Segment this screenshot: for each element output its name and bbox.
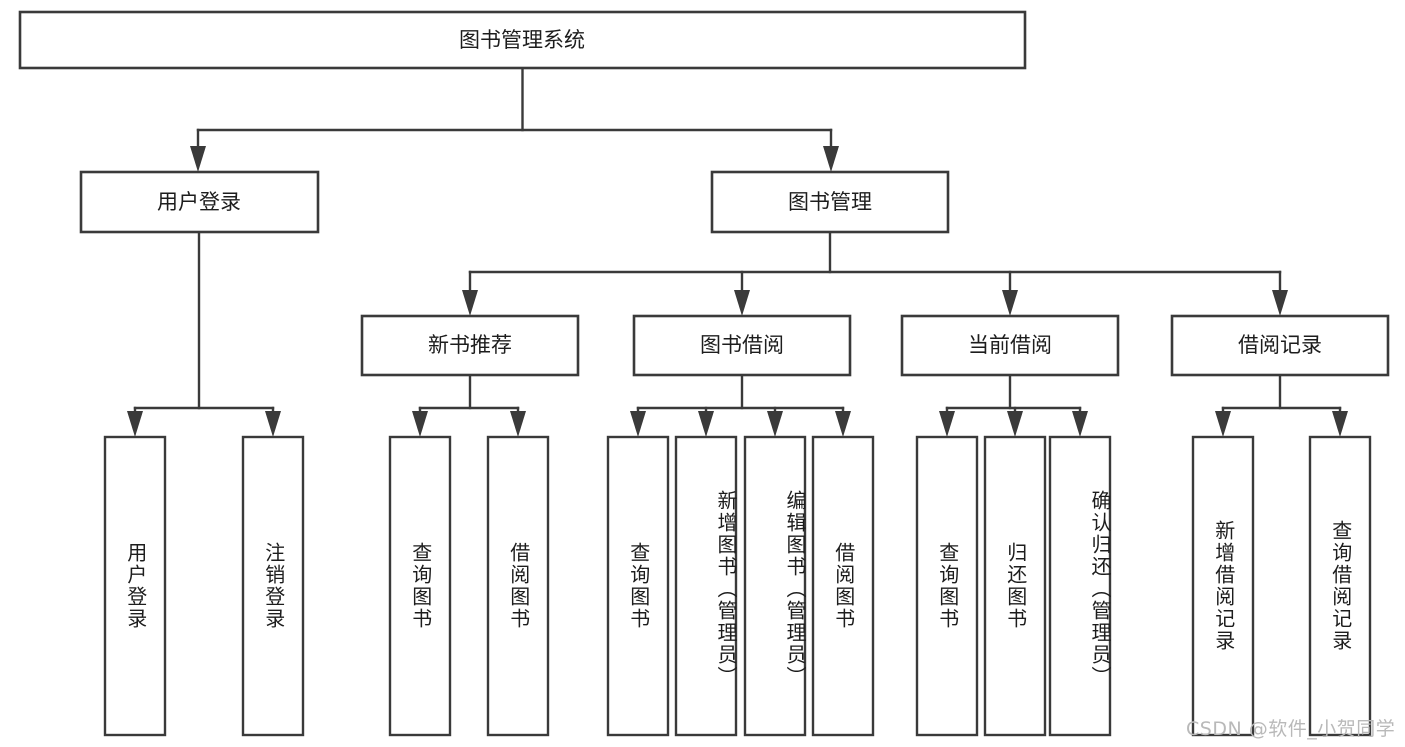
arrow-nbr-to-borrow-book: [510, 411, 526, 437]
node-current-borrow-box[interactable]: [900, 314, 1120, 377]
connector-group-new-book-recommend: [412, 373, 526, 437]
leaf-box-add-book[interactable]: [674, 435, 738, 737]
arrow-root-to-book-manage: [823, 146, 839, 172]
arrow-br-to-query-record: [1332, 411, 1348, 437]
node-current-borrow-label: 当前借阅: [968, 333, 1052, 357]
arrow-bb-to-borrow-book: [835, 411, 851, 437]
connector-group-user-login: [127, 230, 281, 437]
leaf-box-user-login[interactable]: [103, 435, 167, 737]
arrow-bm-to-new-book-recommend: [462, 290, 478, 316]
node-book-borrow-label: 图书借阅: [700, 333, 784, 357]
arrow-bb-to-query-book: [630, 411, 646, 437]
leaf-box-logout-login[interactable]: [241, 435, 305, 737]
node-book-manage-box[interactable]: [710, 170, 950, 234]
node-book-manage[interactable]: 图书管理: [710, 170, 950, 234]
node-borrow-record-label: 借阅记录: [1238, 333, 1322, 357]
connector-group-current-borrow: [939, 373, 1088, 437]
node-user-login-box[interactable]: [79, 170, 320, 234]
leaf-box-query-book-1[interactable]: [388, 435, 452, 737]
leaf-box-borrow-book-2[interactable]: [811, 435, 875, 737]
node-borrow-record[interactable]: 借阅记录: [1170, 314, 1390, 377]
node-new-book-recommend[interactable]: 新书推荐: [360, 314, 580, 377]
arrow-cb-to-confirm-return: [1072, 411, 1088, 437]
leaf-box-confirm-return[interactable]: [1048, 435, 1112, 737]
node-new-book-recommend-label: 新书推荐: [428, 333, 512, 357]
node-new-book-recommend-box[interactable]: [360, 314, 580, 377]
node-root[interactable]: 图书管理系统: [18, 10, 1027, 70]
node-user-login[interactable]: 用户登录: [79, 170, 320, 234]
arrow-br-to-add-record: [1215, 411, 1231, 437]
connector-group-book-borrow: [630, 373, 851, 437]
leaf-box-query-book-2[interactable]: [606, 435, 670, 737]
arrow-cb-to-query-book: [939, 411, 955, 437]
node-book-manage-label: 图书管理: [788, 190, 872, 214]
connector-group-root: [190, 66, 839, 172]
node-borrow-record-box[interactable]: [1170, 314, 1390, 377]
arrow-ul-to-user-login-leaf: [127, 411, 143, 437]
leaf-box-return-book[interactable]: [983, 435, 1047, 737]
arrow-nbr-to-query-book: [412, 411, 428, 437]
leaf-box-query-book-3[interactable]: [915, 435, 979, 737]
arrow-bm-to-book-borrow: [734, 290, 750, 316]
arrow-root-to-user-login: [190, 146, 206, 172]
arrow-ul-to-logout-leaf: [265, 411, 281, 437]
leaf-boxes: [103, 435, 1372, 737]
leaf-box-borrow-book-1[interactable]: [486, 435, 550, 737]
node-root-box[interactable]: [18, 10, 1027, 70]
arrow-bb-to-edit-book: [767, 411, 783, 437]
connector-group-book-manage: [462, 230, 1288, 316]
watermark-text: CSDN @软件_小贺同学: [1186, 718, 1396, 740]
connector-group-borrow-record: [1215, 373, 1348, 437]
arrow-bm-to-current-borrow: [1002, 290, 1018, 316]
arrow-cb-to-return-book: [1007, 411, 1023, 437]
leaf-box-edit-book[interactable]: [743, 435, 807, 737]
arrow-bm-to-borrow-record: [1272, 290, 1288, 316]
node-book-borrow[interactable]: 图书借阅: [632, 314, 852, 377]
leaf-box-add-record[interactable]: [1191, 435, 1255, 737]
node-current-borrow[interactable]: 当前借阅: [900, 314, 1120, 377]
arrow-bb-to-add-book: [698, 411, 714, 437]
node-root-label: 图书管理系统: [459, 28, 585, 52]
node-user-login-label: 用户登录: [157, 190, 241, 214]
leaf-box-query-record[interactable]: [1308, 435, 1372, 737]
node-book-borrow-box[interactable]: [632, 314, 852, 377]
